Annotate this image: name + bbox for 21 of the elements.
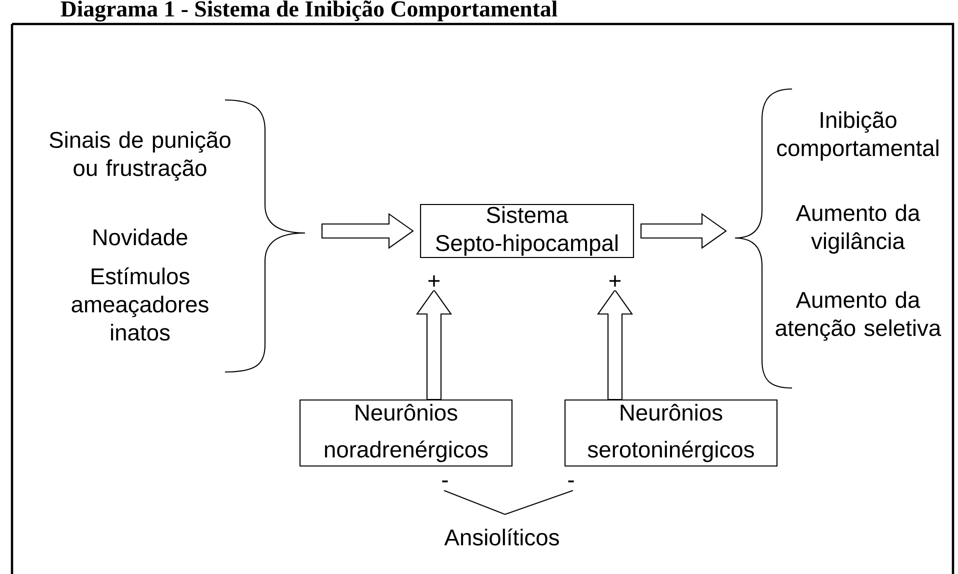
connector-line [444,490,506,515]
outcome-text: Aumento da vigilância [796,204,920,254]
stimulus-text: Estímulos ameaçadores inatos [72,267,208,341]
edge-label: + [606,274,624,290]
stimulus-text: Sinais de punição ou frustração [50,131,230,181]
outcome-text: Inibição comportamental [777,111,938,161]
diagram-title: Diagrama 1 - Sistema de Inibição Comportamental [60,0,558,22]
block-arrow [596,289,634,400]
stimulus-text: Novidade [94,228,188,246]
edge-label: - [439,478,451,490]
neuron-box: Neurônios serotoninérgicos [564,399,778,467]
outcome-text: Aumento da atenção seletiva [776,291,942,341]
edge-label: - [565,478,577,490]
block-arrow [416,289,452,400]
edge-label: + [426,274,442,290]
drug-text: Ansiolíticos [444,528,559,546]
system-box: Sistema Septo-hipocampal [420,204,634,258]
neuron-box: Neurônios noradrenérgicos [300,399,512,467]
connector-line [504,490,574,515]
block-arrow [321,212,414,250]
block-arrow [640,212,727,250]
